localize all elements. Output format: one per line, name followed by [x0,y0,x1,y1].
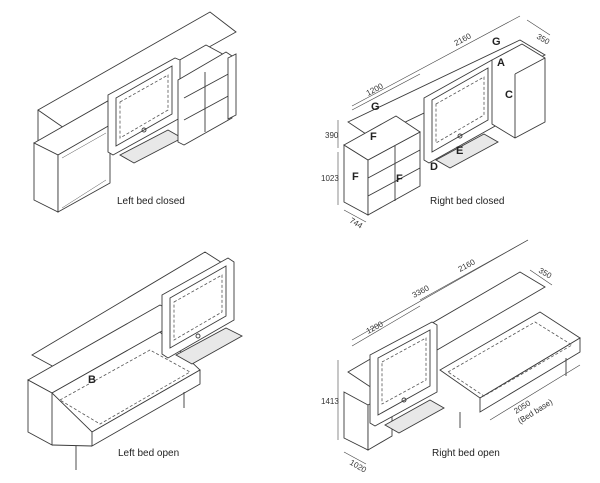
desk-shelf [435,133,499,169]
view-right-bed-open [337,239,581,465]
shelving-side [343,391,369,451]
dim-top-height: 390 [325,131,339,140]
dim-part-width: 2160 [457,257,477,274]
desk-shelf [384,399,445,434]
dim-depth: 350 [537,266,554,281]
dim-shelf-width: 1200 [365,319,385,336]
label-e: E [456,145,463,157]
dim-height: 1413 [321,397,339,406]
dim-base-depth: 1020 [348,458,368,475]
end-panel [227,53,237,120]
dim-total-width: 3360 [411,283,431,300]
bed-front-edge [91,369,201,447]
view-left-bed-open [27,251,243,470]
caption-left-bed-closed: Left bed closed [117,196,185,207]
label-c: C [505,89,513,101]
bed-cabinet-front [57,124,111,213]
back-panel [37,11,237,129]
tv-frame [431,67,489,153]
dim-total-width: 2160 [453,31,473,48]
caption-right-bed-closed: Right bed closed [430,196,505,207]
dim-shelf-width: 1200 [365,81,385,98]
label-b: B [88,374,96,386]
label-f-side: F [352,171,359,183]
bed-outline [447,321,573,397]
label-f-shelf: F [396,173,403,185]
caption-right-bed-open: Right bed open [432,448,500,459]
dim-low-height: 1023 [321,174,339,183]
tv-frame [377,329,431,416]
bed-cabinet-side [33,142,59,213]
tv-frame [115,65,173,147]
dim-base-depth: 744 [348,216,365,231]
label-g-left: G [371,101,380,113]
label-a: A [497,57,505,69]
label-d: D [430,161,438,173]
label-f-top: F [370,131,377,143]
shelf-top [343,115,421,161]
caption-left-bed-open: Left bed open [118,448,179,459]
view-left-bed-closed [33,11,237,213]
bed-cabinet [491,43,546,139]
tv-frame [169,265,227,349]
view-right-bed-closed [337,15,551,223]
label-g-top: G [492,36,501,48]
bed-front-edge [479,337,581,413]
desk-shelf [175,327,243,365]
